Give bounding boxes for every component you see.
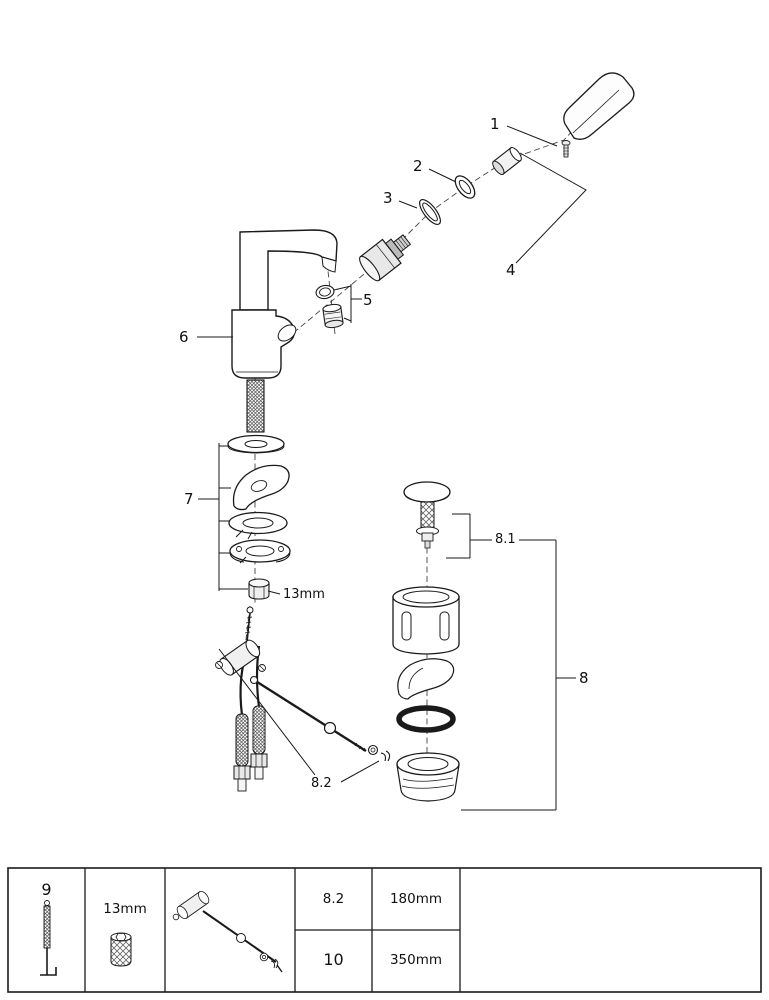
drain-body-part <box>392 586 460 655</box>
table-ref-10: 10 <box>323 950 344 969</box>
support-wedge-part <box>232 464 290 511</box>
callout-4: 4 <box>506 261 516 279</box>
table-part-9-label: 9 <box>41 880 52 899</box>
callout-2: 2 <box>413 157 423 175</box>
threaded-shaft-part <box>246 379 265 433</box>
rod-clip-part <box>380 750 391 762</box>
leader-lines <box>197 125 587 811</box>
callout-5: 5 <box>363 291 373 309</box>
handle-lever-part <box>563 72 635 140</box>
table-tool-size-label: 13mm <box>103 901 147 917</box>
base-washer-part <box>227 434 285 454</box>
rod-holder-part <box>215 639 266 676</box>
part9-pin-icon <box>40 900 57 976</box>
table-ref-8-2: 8.2 <box>322 891 345 907</box>
mousseur-part <box>322 303 344 329</box>
callout-3: 3 <box>383 189 393 207</box>
mousseur-ring-part <box>315 284 335 300</box>
callout-8-2: 8.2 <box>311 776 332 791</box>
callout-7: 7 <box>184 490 194 508</box>
o-ring-part <box>454 175 476 199</box>
drain-flange-part <box>396 752 460 802</box>
rod-screw-part <box>244 606 254 643</box>
supply-hoses-part <box>233 643 268 792</box>
drain-oring-part <box>396 705 456 733</box>
spec-table-grid <box>7 867 762 993</box>
rod-ring-part <box>367 744 379 756</box>
handle-adapter-part <box>492 147 522 175</box>
cartridge-part <box>359 234 412 282</box>
popup-rod-part <box>249 675 367 753</box>
rod-assembly-icon <box>172 890 283 973</box>
wrench-size-note: 13mm <box>283 587 325 602</box>
horseshoe-washer-part <box>228 511 288 540</box>
mounting-bracket-part <box>229 539 291 564</box>
handle-screw-part <box>561 140 571 158</box>
slip-ring-part <box>419 199 441 225</box>
popup-plug-part <box>403 481 451 549</box>
mounting-nut-part <box>248 578 270 600</box>
socket-13mm-icon <box>110 932 132 967</box>
callout-6: 6 <box>179 328 189 346</box>
table-length-350mm: 350mm <box>389 952 443 968</box>
callout-8: 8 <box>579 669 589 687</box>
table-length-180mm: 180mm <box>389 891 443 907</box>
callout-8-1: 8.1 <box>495 532 516 547</box>
drain-wedge-part <box>397 658 455 700</box>
callout-1: 1 <box>490 115 500 133</box>
faucet-body-part <box>231 229 338 379</box>
